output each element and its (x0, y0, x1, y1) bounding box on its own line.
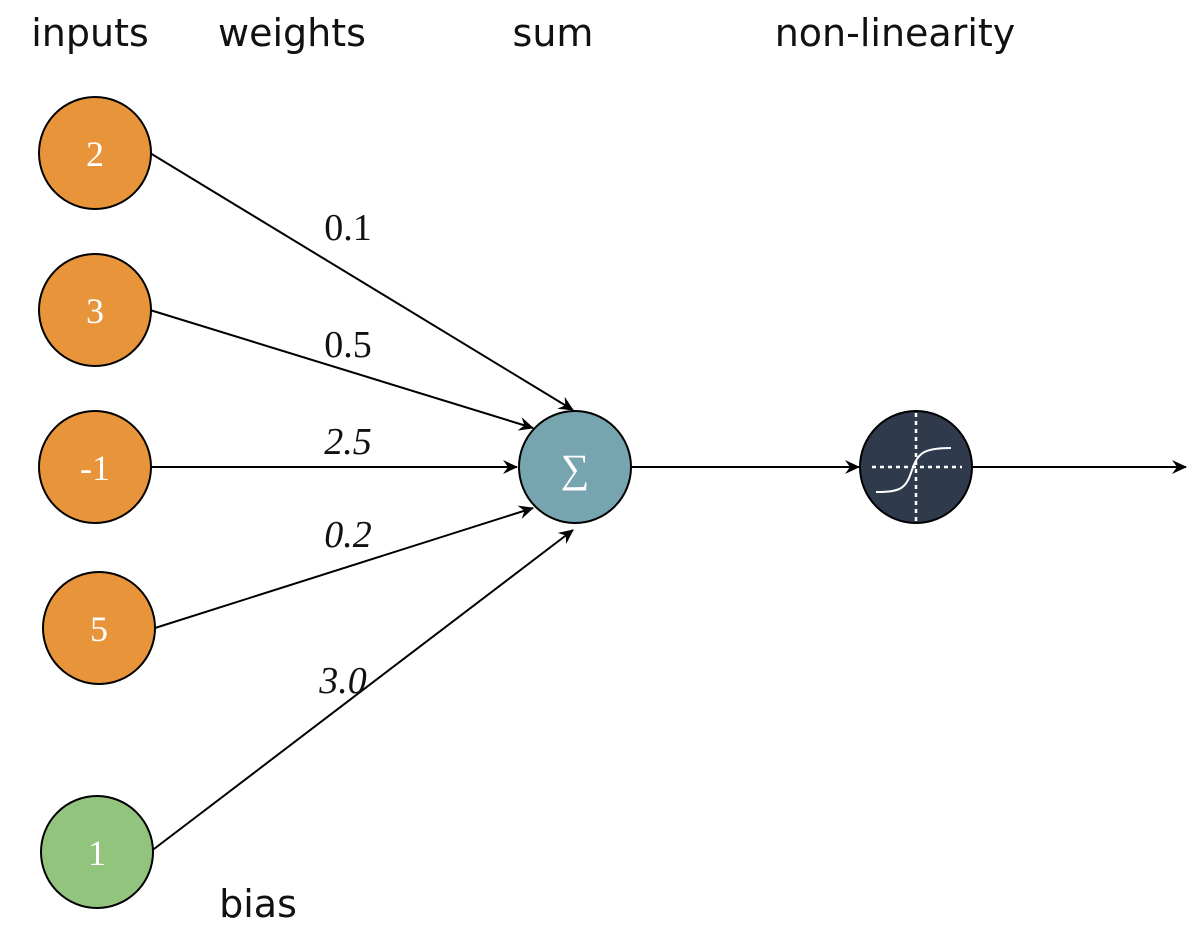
weight-label-4: 0.2 (324, 514, 372, 556)
weight-label-3: 2.5 (324, 421, 372, 463)
header-inputs: inputs (31, 11, 149, 55)
weight-label-1: 0.1 (324, 207, 372, 249)
header-nonlinearity: non-linearity (775, 11, 1016, 55)
header-weights: weights (218, 11, 366, 55)
bias-node: 1 (40, 795, 154, 909)
edge-input-2-to-sum (149, 309, 534, 431)
input-node-3-value: -1 (80, 448, 110, 488)
edge-input-1-to-sum (149, 152, 574, 411)
nonlinearity-node (859, 410, 973, 524)
weight-label-5: 3.0 (318, 660, 367, 702)
edge-bias-to-sum (149, 529, 574, 853)
input-node-1: 2 (38, 96, 152, 210)
bias-label: bias (219, 882, 297, 926)
input-node-2-value: 3 (86, 291, 104, 331)
input-node-4-value: 5 (90, 609, 108, 649)
input-node-1-value: 2 (86, 134, 104, 174)
input-node-3: -1 (38, 410, 152, 524)
sum-node: ∑ (518, 410, 632, 524)
edge-input-4-to-sum (154, 505, 534, 629)
weight-label-2: 0.5 (324, 324, 372, 366)
input-node-2: 3 (38, 253, 152, 367)
bias-node-value: 1 (88, 833, 106, 873)
sum-symbol: ∑ (561, 446, 590, 491)
input-node-4: 5 (42, 571, 156, 685)
sigmoid-icon (872, 413, 962, 521)
header-sum: sum (513, 11, 594, 55)
